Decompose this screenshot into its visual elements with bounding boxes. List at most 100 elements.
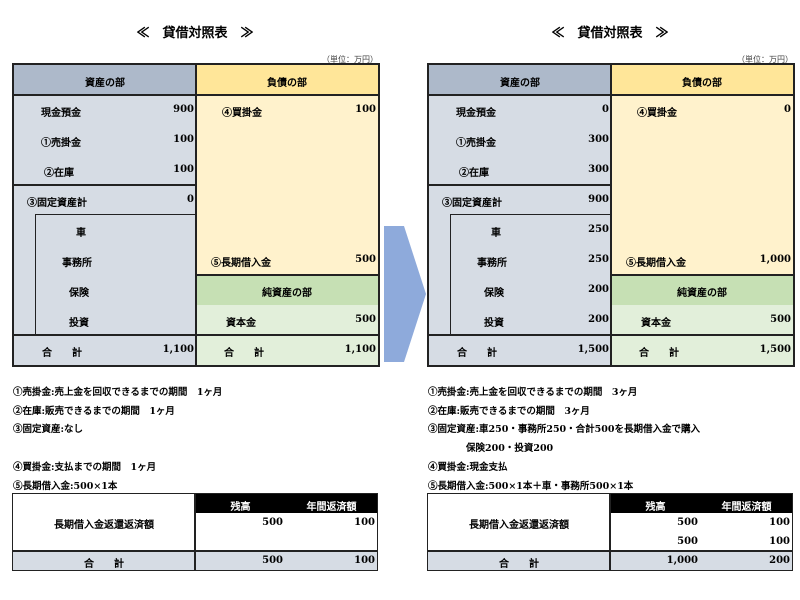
- accounts-payable-label: ④買掛金: [637, 108, 677, 119]
- total-annual: 200: [769, 555, 790, 566]
- assets-total-label: 合 計: [457, 348, 497, 359]
- current-asset-value: 900: [173, 104, 194, 115]
- note-line: ③固定資産:車250・事務所250・合計500を長期借入金で購入: [428, 424, 700, 435]
- note-line: 保険200・投資200: [428, 443, 554, 454]
- liabilities-body: [611, 95, 793, 275]
- annual-value: 100: [769, 536, 790, 547]
- fixed-item-label: 保険: [484, 288, 504, 299]
- liabilities-header-bg: [611, 65, 793, 95]
- liabilities-header: 負債の部: [267, 78, 307, 89]
- unit-label: （単位：万円）: [737, 55, 793, 64]
- total-label: 合 計: [84, 559, 124, 570]
- annual-value: 100: [354, 517, 375, 528]
- balance-value: 500: [677, 517, 698, 528]
- accounts-payable-value: 100: [355, 104, 376, 115]
- divider: [611, 274, 793, 276]
- fixed-assets-total-label: ③固定資産計: [27, 198, 87, 209]
- divider: [35, 214, 36, 335]
- current-asset-value: 300: [588, 164, 609, 175]
- equity-header-bg: [611, 275, 793, 305]
- fixed-assets-total-value: 900: [588, 194, 609, 205]
- divider: [196, 274, 378, 276]
- liabilities-header: 負債の部: [682, 78, 722, 89]
- divider: [429, 184, 611, 186]
- table-header-bg: [195, 494, 377, 513]
- table-header-bg: [610, 494, 792, 513]
- assets-header: 資産の部: [500, 78, 540, 89]
- divider: [194, 494, 196, 570]
- divider: [609, 494, 611, 570]
- liabilities-body: [196, 95, 378, 275]
- current-asset-label: ①売掛金: [41, 138, 81, 149]
- column-header-annual: 年間返済額: [721, 502, 772, 513]
- capital-value: 500: [355, 314, 376, 325]
- assets-header-bg: [429, 65, 611, 95]
- current-asset-label: ①売掛金: [456, 138, 496, 149]
- note-line: ③固定資産:なし: [13, 424, 84, 435]
- divider: [610, 65, 612, 365]
- column-header-balance: 残高: [645, 502, 666, 513]
- fixed-item-value: 200: [588, 314, 609, 325]
- capital-label: 資本金: [641, 318, 671, 329]
- fixed-item-label: 車: [76, 228, 86, 239]
- loan-row-label: 長期借入金返還返済額: [469, 520, 569, 531]
- fixed-item-value: 250: [588, 224, 609, 235]
- long-term-loan-value: 1,000: [759, 254, 791, 265]
- fixed-item-label: 事務所: [62, 258, 92, 269]
- total-balance: 1,000: [666, 555, 698, 566]
- total-label: 合 計: [499, 559, 539, 570]
- long-term-loan-value: 500: [355, 254, 376, 265]
- balance-value: 500: [677, 536, 698, 547]
- assets-header-bg: [14, 65, 196, 95]
- accounts-payable-label: ④買掛金: [222, 108, 262, 119]
- long-term-loan-label: ⑤長期借入金: [626, 258, 686, 269]
- note-line: ⑤長期借入金:500×1本＋車・事務所500×1本: [428, 481, 634, 492]
- fixed-item-label: 車: [491, 228, 501, 239]
- total-annual: 100: [354, 555, 375, 566]
- right-arrow-icon: [384, 226, 426, 362]
- divider: [450, 214, 451, 335]
- note-line: ④買掛金:現金支払: [428, 462, 508, 473]
- assets-body: [14, 95, 196, 365]
- divider: [450, 214, 611, 215]
- divider: [195, 65, 197, 365]
- fixed-item-label: 投資: [484, 318, 504, 329]
- accounts-payable-value: 0: [784, 104, 791, 115]
- balance-value: 500: [262, 517, 283, 528]
- capital-value: 500: [770, 314, 791, 325]
- current-asset-label: ②在庫: [44, 168, 74, 179]
- fixed-item-label: 保険: [69, 288, 89, 299]
- fixed-item-value: 250: [588, 254, 609, 265]
- divider: [14, 334, 378, 336]
- current-asset-value: 100: [173, 134, 194, 145]
- divider: [428, 550, 792, 552]
- column-header-balance: 残高: [230, 502, 251, 513]
- equity-header: 純資産の部: [677, 288, 727, 299]
- divider: [35, 214, 196, 215]
- note-line: ②在庫:販売できるまでの期間 1ヶ月: [13, 406, 175, 417]
- current-asset-value: 0: [602, 104, 609, 115]
- liabilities-total-label: 合 計: [224, 348, 264, 359]
- note-line: ⑤長期借入金:500×1本: [13, 481, 118, 492]
- current-asset-value: 300: [588, 134, 609, 145]
- fixed-assets-total-value: 0: [187, 194, 194, 205]
- long-term-loan-label: ⑤長期借入金: [211, 258, 271, 269]
- note-line: ②在庫:販売できるまでの期間 3ヶ月: [428, 406, 590, 417]
- note-line: ①売掛金:売上金を回収できるまでの期間 3ヶ月: [428, 387, 638, 398]
- unit-label: （単位：万円）: [322, 55, 378, 64]
- annual-value: 100: [769, 517, 790, 528]
- fixed-assets-total-label: ③固定資産計: [442, 198, 502, 209]
- current-asset-value: 100: [173, 164, 194, 175]
- note-line: ④買掛金:支払までの期間 1ヶ月: [13, 462, 157, 473]
- divider: [429, 334, 793, 336]
- assets-header: 資産の部: [85, 78, 125, 89]
- total-balance: 500: [262, 555, 283, 566]
- liabilities-total-value: 1,100: [344, 344, 376, 355]
- liabilities-header-bg: [196, 65, 378, 95]
- column-header-annual: 年間返済額: [306, 502, 357, 513]
- equity-header: 純資産の部: [262, 288, 312, 299]
- liabilities-total-value: 1,500: [759, 344, 791, 355]
- fixed-item-label: 投資: [69, 318, 89, 329]
